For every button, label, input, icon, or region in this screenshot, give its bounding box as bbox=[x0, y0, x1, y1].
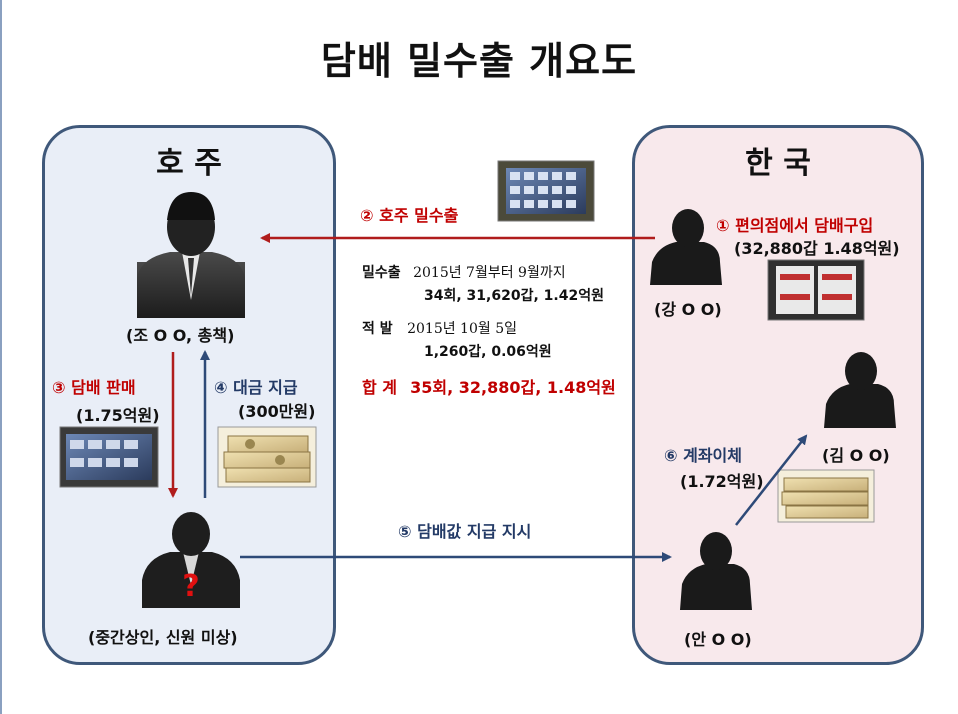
left-edge-line bbox=[0, 0, 2, 714]
summary-export-detail-row: 34회, 31,620갑, 1.42억원 bbox=[424, 285, 604, 305]
step1-amount: (32,880갑 1.48억원) bbox=[734, 239, 900, 258]
person-kim-label: (김 O O) bbox=[822, 446, 890, 465]
boss-silhouette-icon bbox=[137, 192, 245, 318]
step3-label: ③ 담배 판매 bbox=[52, 378, 136, 397]
step4-label: ④ 대금 지급 bbox=[214, 378, 298, 397]
summary-caught-row: 적 발 2015년 10월 5일 bbox=[362, 318, 517, 338]
summary-total-row: 합 계 35회, 32,880갑, 1.48억원 bbox=[362, 374, 616, 398]
australia-label: 호 주 bbox=[156, 146, 222, 181]
cigarette-cartons-photo bbox=[497, 160, 595, 222]
summary-total-label: 합 계 bbox=[362, 378, 398, 397]
step6-amount: (1.72억원) bbox=[680, 472, 764, 491]
summary-caught-detail: 1,260갑, 0.06억원 bbox=[424, 344, 552, 360]
summary-export-label: 밀수출 bbox=[362, 265, 401, 281]
kang-silhouette-icon bbox=[650, 209, 722, 285]
middleman-silhouette-icon: ? bbox=[142, 512, 240, 608]
step1-label: ① 편의점에서 담배구입 bbox=[716, 216, 874, 235]
step4-amount: (300만원) bbox=[238, 402, 316, 421]
step5-label: ⑤ 담배값 지급 지시 bbox=[398, 522, 532, 541]
cash-transfer-photo bbox=[777, 469, 875, 523]
summary-export-period: 2015년 7월부터 9월까지 bbox=[413, 265, 566, 281]
step6-label: ⑥ 계좌이체 bbox=[664, 446, 742, 465]
arrow-transfer bbox=[735, 434, 808, 526]
kim-silhouette-icon bbox=[824, 352, 896, 428]
person-an-label: (안 O O) bbox=[684, 630, 752, 649]
summary-export-detail: 34회, 31,620갑, 1.42억원 bbox=[424, 288, 604, 304]
person-jo-label: (조 O O, 총책) bbox=[126, 326, 235, 345]
summary-export-row: 밀수출 2015년 7월부터 9월까지 bbox=[362, 262, 566, 282]
diagram-title: 담배 밀수출 개요도 bbox=[320, 39, 638, 83]
summary-total-detail: 35회, 32,880갑, 1.48억원 bbox=[410, 378, 616, 397]
summary-caught-label: 적 발 bbox=[362, 321, 393, 337]
step2-label: ② 호주 밀수출 bbox=[360, 206, 459, 225]
korea-label: 한 국 bbox=[745, 146, 811, 181]
purchased-cigarettes-photo bbox=[767, 259, 865, 321]
step3-amount: (1.75억원) bbox=[76, 406, 160, 425]
person-kang-label: (강 O O) bbox=[654, 300, 722, 319]
summary-caught-detail-row: 1,260갑, 0.06억원 bbox=[424, 341, 552, 361]
unknown-question-mark: ? bbox=[182, 569, 199, 604]
person-middleman-label: (중간상인, 신원 미상) bbox=[88, 628, 238, 647]
cash-bundles-photo bbox=[217, 426, 317, 488]
sold-cigarettes-photo bbox=[59, 426, 159, 488]
an-silhouette-icon bbox=[680, 532, 752, 610]
summary-caught-date: 2015년 10월 5일 bbox=[407, 321, 517, 337]
